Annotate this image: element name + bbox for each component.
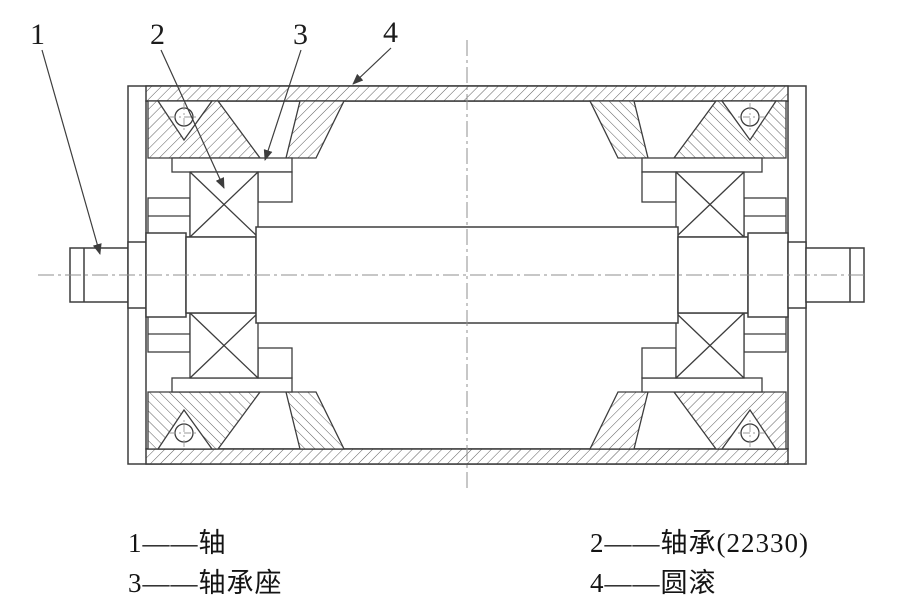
legend-dash: —— xyxy=(142,568,199,598)
legend-dash: —— xyxy=(604,528,661,558)
legend-num: 1 xyxy=(128,528,143,558)
legend-name: 轴 xyxy=(198,528,227,558)
bearing-seat-cap xyxy=(171,157,293,173)
end-disc-bearing-assembly-bottom-right xyxy=(589,312,787,450)
legend-name: 圆滚 xyxy=(660,568,717,598)
legend-num: 3 xyxy=(128,568,143,598)
legend-name: 轴承座 xyxy=(198,568,283,598)
callouts: 1 2 3 4 xyxy=(30,16,398,255)
centerlines xyxy=(38,40,868,492)
legend-item-bearing: 2——轴承(22330) xyxy=(590,521,809,560)
legend-name: 轴承(22330) xyxy=(660,528,809,558)
callout-1-leader xyxy=(41,49,102,255)
legend-item-drum: 4——圆滚 xyxy=(590,561,717,600)
callout-1-label: 1 xyxy=(30,18,45,51)
callout-2-label: 2 xyxy=(150,18,165,51)
disc-rib-section xyxy=(285,100,346,159)
end-disc-bearing-assembly-top-right xyxy=(589,100,787,238)
legend-dash: —— xyxy=(604,568,661,598)
legend-dash: —— xyxy=(142,528,199,558)
end-disc-bearing-assembly-bottom-left xyxy=(147,312,345,450)
legend-num: 2 xyxy=(590,528,605,558)
legend-item-bearing-seat: 3——轴承座 xyxy=(128,561,283,600)
bearing-cover xyxy=(147,197,191,238)
legend-num: 4 xyxy=(590,568,605,598)
bolt-hole-centerlines xyxy=(169,103,199,132)
bearing-cross-2 xyxy=(189,171,259,238)
end-disc-bearing-assembly xyxy=(147,100,346,238)
legend-item-shaft: 1——轴 xyxy=(128,521,227,560)
callout-2-leader xyxy=(160,49,225,189)
callout-4-label: 4 xyxy=(383,16,398,49)
bearing-seat-step xyxy=(257,171,293,203)
callout-4-leader xyxy=(352,47,392,85)
callout-3-label: 3 xyxy=(293,18,308,51)
callout-3-leader xyxy=(263,49,302,161)
